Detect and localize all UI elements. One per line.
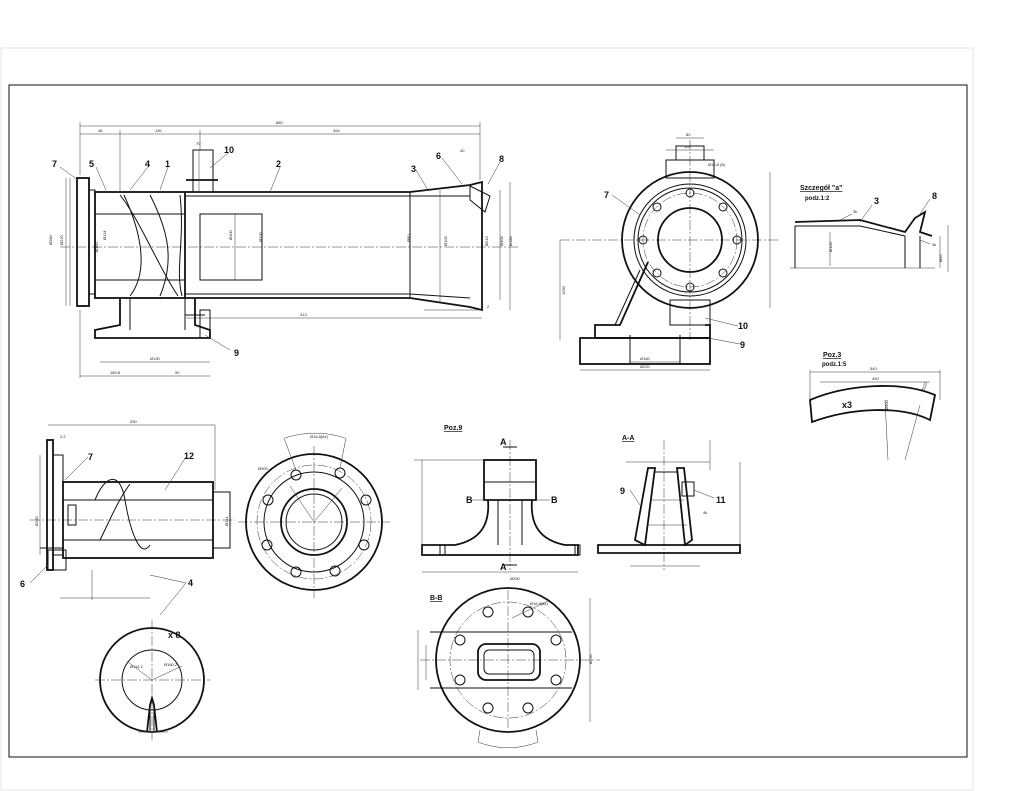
flange-dim-holes: Ø16.8(8x) [310,434,328,439]
flange-dim-d300: Ø300 [258,466,269,471]
dim-d200: Ø200 [258,231,263,242]
screw-label-6: 6 [20,579,25,589]
dim-flange: 48 [98,128,103,133]
dim-d130: Ø130 [150,356,161,361]
end-dim-80: 80 [686,132,691,137]
section-aa-label-9: 9 [620,486,625,496]
poz3-dim-540: 540 [870,366,877,371]
dim-total-length: 880 [276,120,283,125]
main-label-1: 1 [165,159,170,169]
main-label-9: 9 [234,348,239,358]
dim-d100b: Ø100 [443,235,448,246]
end-dim-holes: Ø16.8 (8) [708,162,726,167]
end-dim-110: 110 [684,144,691,149]
main-label-10: 10 [224,145,234,155]
blade-view: x 8 Ø114.2 Ø160.2 [95,620,210,740]
poz9-view: Poz.9 A A B B Ø250 [414,425,581,581]
dim-d180: Ø180 [508,235,513,246]
end-dim-d220: Ø220 [640,364,651,369]
section-bb-dim-d250: Ø250 [588,653,593,664]
poz9-section-b-right: B [551,495,558,505]
dim-d280: Ø280 [48,234,53,245]
detail-a-label-8: 8 [932,191,937,201]
main-label-7: 7 [52,159,57,169]
main-label-5: 5 [89,159,94,169]
screw-label-4: 4 [188,578,193,588]
main-view: 7 5 4 1 10 2 3 6 8 9 880 48 130 494 40 7… [48,120,520,378]
dim-d80: Ø80 [406,234,411,242]
detail-a-scale: podz.1:2 [805,196,830,202]
blade-dim-d160: Ø160.2 [164,662,178,667]
section-bb-dim-holes-top: Ø16.8(8x) [530,601,548,606]
dim-d100: Ø100 [228,229,233,240]
detail-a-weld-3k: 3k [853,209,857,214]
section-bb-title: B-B [430,595,442,602]
main-label-3: 3 [411,164,416,174]
dim-d300: Ø300 [499,235,504,246]
dim-180-8: 180.8 [110,370,121,375]
poz3-dim-d300: Ø300 [884,399,889,410]
detail-a-d100: Ø100 [828,241,833,252]
dim-2: 2 [487,304,490,309]
screw-section: 7 12 6 4 290 2.2 Ø160 Ø114 [20,419,235,616]
dim-d216: Ø216 [484,235,489,246]
end-label-7: 7 [604,190,609,200]
dim-d114: Ø114 [102,230,107,240]
detail-a-d50: Ø50 [938,254,943,262]
section-aa-title: A-A [622,435,634,442]
poz3-view: Poz.3 podz.1:5 540 490 Ø300 Ø220 x3 [809,352,941,461]
blade-dim-d114: Ø114.2 [130,664,144,669]
end-label-10: 10 [738,321,748,331]
screw-dim-2-2: 2.2 [60,434,66,439]
detail-a-label-3: 3 [874,196,879,206]
main-label-8: 8 [499,154,504,164]
poz3-title: Poz.3 [823,352,841,359]
dim-d160: Ø160 [94,241,99,252]
screw-dim-d160: Ø160 [34,515,39,526]
dim-port-70: 70 [196,141,201,146]
main-label-6: 6 [436,151,441,161]
poz9-section-a-top: A [500,437,507,447]
poz3-dim-490: 490 [872,376,879,381]
dim-90: 90 [175,370,180,375]
dim-tube: 494 [333,128,340,133]
drawing-frame [8,84,968,758]
end-dim-d160: Ø160 [640,356,651,361]
section-aa: A-A 9 11 4k [597,435,741,570]
poz3-multiplier: x3 [842,400,852,410]
section-aa-label-11: 11 [716,495,726,505]
section-aa-weld-4k: 4k [703,510,707,515]
detail-a-weld-4k: 4k [932,242,936,247]
dim-cone-40: 40 [460,148,465,153]
dim-413: 413 [300,312,307,317]
poz9-title: Poz.9 [444,425,462,432]
poz9-dim-d250: Ø250 [510,576,521,581]
blade-multiplier: x 8 [168,630,181,640]
screw-dim-d114: Ø114 [224,516,229,526]
dim-housing: 130 [155,128,162,133]
poz3-dim-d220: Ø220 [920,381,928,393]
poz9-section-a-bottom: A [500,562,507,572]
screw-label-12: 12 [184,451,194,461]
detail-a: Szczegół "a" podz.1:2 3 8 3k 4k Ø100 Ø50 [790,185,949,272]
end-dim-height: 1030 [561,285,566,295]
poz9-section-b-left: B [466,495,473,505]
end-view: 7 10 9 80 110 Ø16.8 (8) 1030 Ø160 Ø220 [559,132,780,371]
section-bb: B-B Ø16.8(8x) Ø250 [417,587,600,749]
screw-dim-290: 290 [130,419,137,424]
end-label-9: 9 [740,340,745,350]
detail-a-title: Szczegół "a" [800,185,842,192]
main-label-2: 2 [276,159,281,169]
dim-d220: Ø220 [59,234,64,245]
flange-view: Ø16.8(8x) Ø300 [238,432,390,598]
screw-label-7: 7 [88,452,93,462]
main-label-4: 4 [145,159,150,169]
poz3-scale: podz.1:5 [822,362,847,368]
